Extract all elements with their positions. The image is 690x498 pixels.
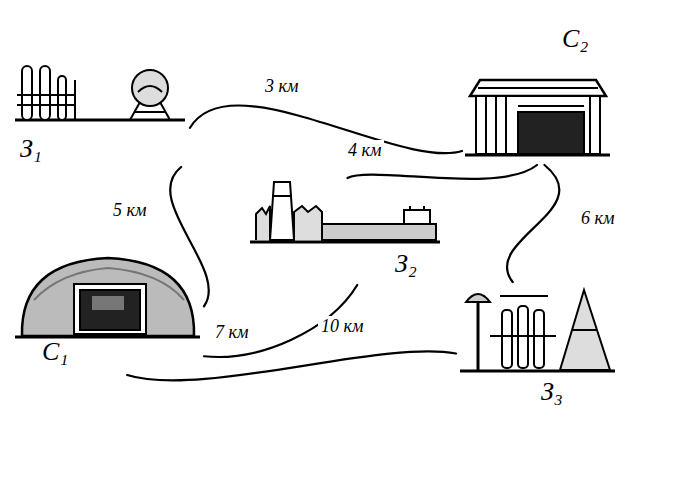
- site-label: З₁: [20, 135, 42, 164]
- site-node: З₂: [250, 178, 445, 285]
- road-line: [507, 165, 559, 282]
- road-line: [190, 105, 462, 153]
- road-line: [127, 351, 456, 380]
- site-node: С₁: [12, 250, 204, 375]
- distance-label: 4 км: [345, 140, 384, 162]
- distance-label: 6 км: [578, 208, 617, 230]
- plant-2-figure: [250, 182, 440, 242]
- warehouse-1-figure: [15, 258, 200, 337]
- site-label: С₂: [562, 25, 588, 54]
- road-line: [170, 167, 209, 306]
- warehouse-2-figure: [465, 80, 610, 155]
- site-label: З₂: [395, 250, 417, 279]
- site-label: З₃: [541, 378, 563, 407]
- plant-1-figure: [15, 66, 185, 120]
- distance-label: 10 км: [318, 316, 366, 338]
- plant-3-figure: [460, 290, 615, 371]
- distance-label: 3 км: [262, 76, 301, 98]
- site-node: З₁: [12, 55, 190, 167]
- distance-label: 7 км: [212, 322, 251, 344]
- site-node: С₂: [462, 25, 612, 165]
- site-label: С₁: [42, 338, 68, 367]
- road-line: [348, 165, 538, 179]
- site-node: З₃: [456, 282, 618, 412]
- distance-label: 5 км: [110, 200, 149, 222]
